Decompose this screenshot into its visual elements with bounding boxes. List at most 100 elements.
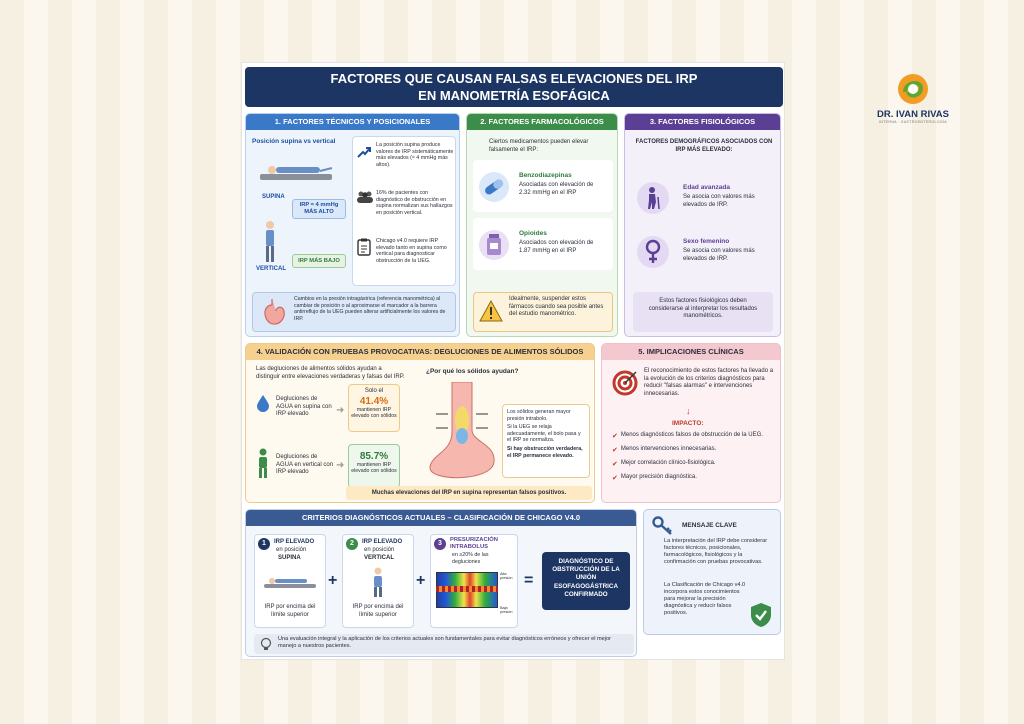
stomach-icon bbox=[264, 299, 285, 325]
stat-85-text: mantienen IRP elevado con sólidos bbox=[351, 462, 397, 475]
clinical-intro: El reconocimiento de estos factores ha l… bbox=[644, 368, 774, 397]
stat-percent-41: 41.4% bbox=[359, 395, 389, 407]
pill-capsule-icon bbox=[485, 179, 503, 195]
criterion-2-sub: en posición bbox=[364, 547, 395, 553]
section-2-header: 2. FACTORES FARMACOLÓGICOS bbox=[467, 114, 617, 130]
age-factor-name: Edad avanzada bbox=[683, 184, 730, 191]
key-message-text-2: La Clasificación de Chicago v4.0 incorpo… bbox=[664, 582, 746, 616]
check-circle-icon: ✔ bbox=[612, 433, 618, 440]
criterion-2-text: IRP por encima del límite superior bbox=[352, 604, 404, 618]
female-symbol-icon bbox=[645, 239, 661, 263]
irp-low-badge: IRP MÁS BAJO bbox=[292, 254, 346, 268]
water-drop-icon bbox=[257, 395, 269, 412]
evaluation-footer-text: Una evaluación integral y la aplicación … bbox=[278, 636, 612, 649]
supine-label: SUPINA bbox=[262, 194, 285, 200]
stat-only-label: Solo el bbox=[364, 388, 384, 394]
impact-item-4-text: Mayor precisión diagnóstica. bbox=[620, 474, 697, 480]
brand-subtitle: INTERNA · GASTROENTEROLOGÍA bbox=[878, 120, 947, 124]
equals-sign: = bbox=[524, 572, 534, 589]
sex-factor-text: Se asocia con valores más elevados de IR… bbox=[683, 248, 755, 262]
lightbulb-icon bbox=[260, 637, 272, 650]
criterion-3-text: en ≥20% de las degluciones bbox=[452, 552, 489, 565]
target-icon bbox=[612, 370, 638, 396]
section-key-message: MENSAJE CLAVE La interpretación del IRP … bbox=[643, 509, 781, 635]
section-technical-factors: 1. FACTORES TÉCNICOS Y POSICIONALES Posi… bbox=[245, 113, 460, 337]
criterion-2-number: 2 bbox=[346, 538, 358, 550]
impact-item-2-text: Menos intervenciones innecesarias. bbox=[620, 446, 717, 452]
plus-sign-2: + bbox=[416, 572, 426, 589]
fact-chicago-requirement: Chicago v4.0 requiere IRP elevado tanto … bbox=[376, 238, 447, 264]
provocative-intro: Las degluciones de alimentos sólidos ayu… bbox=[256, 366, 405, 380]
evaluation-footer bbox=[254, 634, 634, 654]
check-circle-icon: ✔ bbox=[612, 461, 618, 468]
check-circle-icon: ✔ bbox=[612, 475, 618, 482]
why-text-3: Si hay obstrucción verdadera, el IRP per… bbox=[507, 445, 583, 459]
criterion-3-title: PRESURIZACIÓN INTRABOLUS bbox=[450, 537, 498, 550]
brand-name: DR. IVAN RIVAS bbox=[877, 109, 949, 120]
arrow-right-1: ➜ bbox=[336, 405, 345, 416]
standing-person-icon bbox=[374, 567, 382, 597]
section-provocative-tests: 4. VALIDACIÓN CON PRUEBAS PROVOCATIVAS: … bbox=[245, 343, 595, 503]
criterion-1-sub: en posición bbox=[276, 547, 307, 553]
criterion-1-text: IRP por encima del límite superior bbox=[264, 604, 316, 618]
high-pressure-label: Alta presión bbox=[500, 572, 513, 581]
esophagus-illustration bbox=[429, 382, 495, 479]
section-5-header: 5. IMPLICACIONES CLÍNICAS bbox=[602, 344, 780, 360]
infographic-poster: FACTORES QUE CAUSAN FALSAS ELEVACIONES D… bbox=[241, 62, 785, 660]
supine-patient-icon bbox=[260, 166, 333, 180]
patients-group-icon bbox=[357, 191, 373, 203]
brand-stomach-icon bbox=[898, 74, 928, 104]
physio-note: Estos factores fisiológicos deben consid… bbox=[633, 292, 773, 332]
criterion-3-number: 3 bbox=[434, 538, 446, 550]
title-line-2: EN MANOMETRÍA ESOFÁGICA bbox=[418, 88, 610, 103]
plus-sign-1: + bbox=[328, 572, 338, 589]
supine-bed-icon bbox=[264, 578, 316, 588]
age-factor-text: Se asocia con valores más elevados de IR… bbox=[683, 194, 755, 208]
check-circle-icon: ✔ bbox=[612, 447, 618, 454]
section-clinical-implications: 5. IMPLICACIONES CLÍNICAS El reconocimie… bbox=[601, 343, 781, 503]
stat-box-vertical: 85.7% mantienen IRP elevado con sólidos bbox=[348, 444, 400, 488]
poster-title: FACTORES QUE CAUSAN FALSAS ELEVACIONES D… bbox=[245, 67, 783, 107]
why-text-2: Si la UEG se relaja adecuadamente, el bo… bbox=[507, 424, 581, 444]
criterion-2-title: IRP ELEVADO bbox=[362, 539, 403, 545]
impact-list: ✔Menos diagnósticos falsos de obstrucció… bbox=[612, 432, 776, 488]
drug-1-effect: Asociadas con elevación de 2.32 mmHg en … bbox=[519, 182, 594, 196]
standing-patient-icon bbox=[266, 221, 274, 262]
trend-up-icon bbox=[357, 147, 371, 158]
section-pharmacological-factors: 2. FACTORES FARMACOLÓGICOS Ciertos medic… bbox=[466, 113, 618, 337]
medicine-bottle-icon bbox=[487, 234, 501, 255]
section-3-header: 3. FACTORES FISIOLÓGICOS bbox=[625, 114, 780, 130]
intragastric-note bbox=[252, 292, 456, 332]
shield-check-icon bbox=[751, 603, 771, 627]
fact-supine-higher: La posición supina produce valores de IR… bbox=[376, 142, 454, 168]
drug-1-name: Benzodiazepinas bbox=[519, 172, 572, 179]
title-line-1: FACTORES QUE CAUSAN FALSAS ELEVACIONES D… bbox=[330, 71, 698, 86]
impact-item-1: ✔Menos diagnósticos falsos de obstrucció… bbox=[612, 432, 776, 440]
pharma-intro: Ciertos medicamentos pueden elevar falsa… bbox=[489, 139, 589, 153]
section-1-header: 1. FACTORES TÉCNICOS Y POSICIONALES bbox=[246, 114, 459, 130]
stat-percent-85: 85.7% bbox=[359, 451, 389, 462]
drug-2-effect: Asociados con elevación de 1.87 mmHg en … bbox=[519, 240, 594, 254]
sex-factor-name: Sexo femenino bbox=[683, 238, 730, 245]
impact-item-3-text: Mejor correlación clínico-fisiológica. bbox=[620, 460, 716, 466]
arrow-down-icon: ↓ bbox=[686, 406, 691, 416]
section-physiological-factors: 3. FACTORES FISIOLÓGICOS FACTORES DEMOGR… bbox=[624, 113, 781, 337]
section-4-header: 4. VALIDACIÓN CON PRUEBAS PROVOCATIVAS: … bbox=[246, 344, 594, 360]
impact-item-2: ✔Menos intervenciones innecesarias. bbox=[612, 446, 776, 454]
water-vertical-text: Degluciones de AGUA en vertical con IRP … bbox=[276, 454, 334, 475]
criterion-1-number: 1 bbox=[258, 538, 270, 550]
impact-item-3: ✔Mejor correlación clínico-fisiológica. bbox=[612, 460, 776, 468]
irp-high-badge: IRP ≈ 4 mmHg MÁS ALTO bbox=[292, 199, 346, 219]
false-positive-note: Muchas elevaciones del IRP en supina rep… bbox=[346, 486, 592, 500]
criterion-1-pos: SUPINA bbox=[278, 555, 301, 561]
why-solids-box: Los sólidos generan mayor presión intrab… bbox=[502, 404, 590, 478]
brand-logo: DR. IVAN RIVAS INTERNA · GASTROENTEROLOG… bbox=[868, 72, 958, 132]
position-subtitle: Posición supina vs vertical bbox=[252, 138, 336, 145]
stat-box-supine: Solo el 41.4% mantienen IRP elevado con … bbox=[348, 384, 400, 432]
key-icon bbox=[652, 516, 672, 535]
why-solids-title: ¿Por qué los sólidos ayudan? bbox=[426, 368, 519, 375]
criterion-2-pos: VERTICAL bbox=[364, 555, 394, 561]
section-chicago-criteria: CRITERIOS DIAGNÓSTICOS ACTUALES – CLASIF… bbox=[245, 509, 637, 657]
stat-41-text: mantienen IRP elevado con sólidos bbox=[351, 406, 397, 419]
section-6-header: CRITERIOS DIAGNÓSTICOS ACTUALES – CLASIF… bbox=[246, 510, 636, 526]
